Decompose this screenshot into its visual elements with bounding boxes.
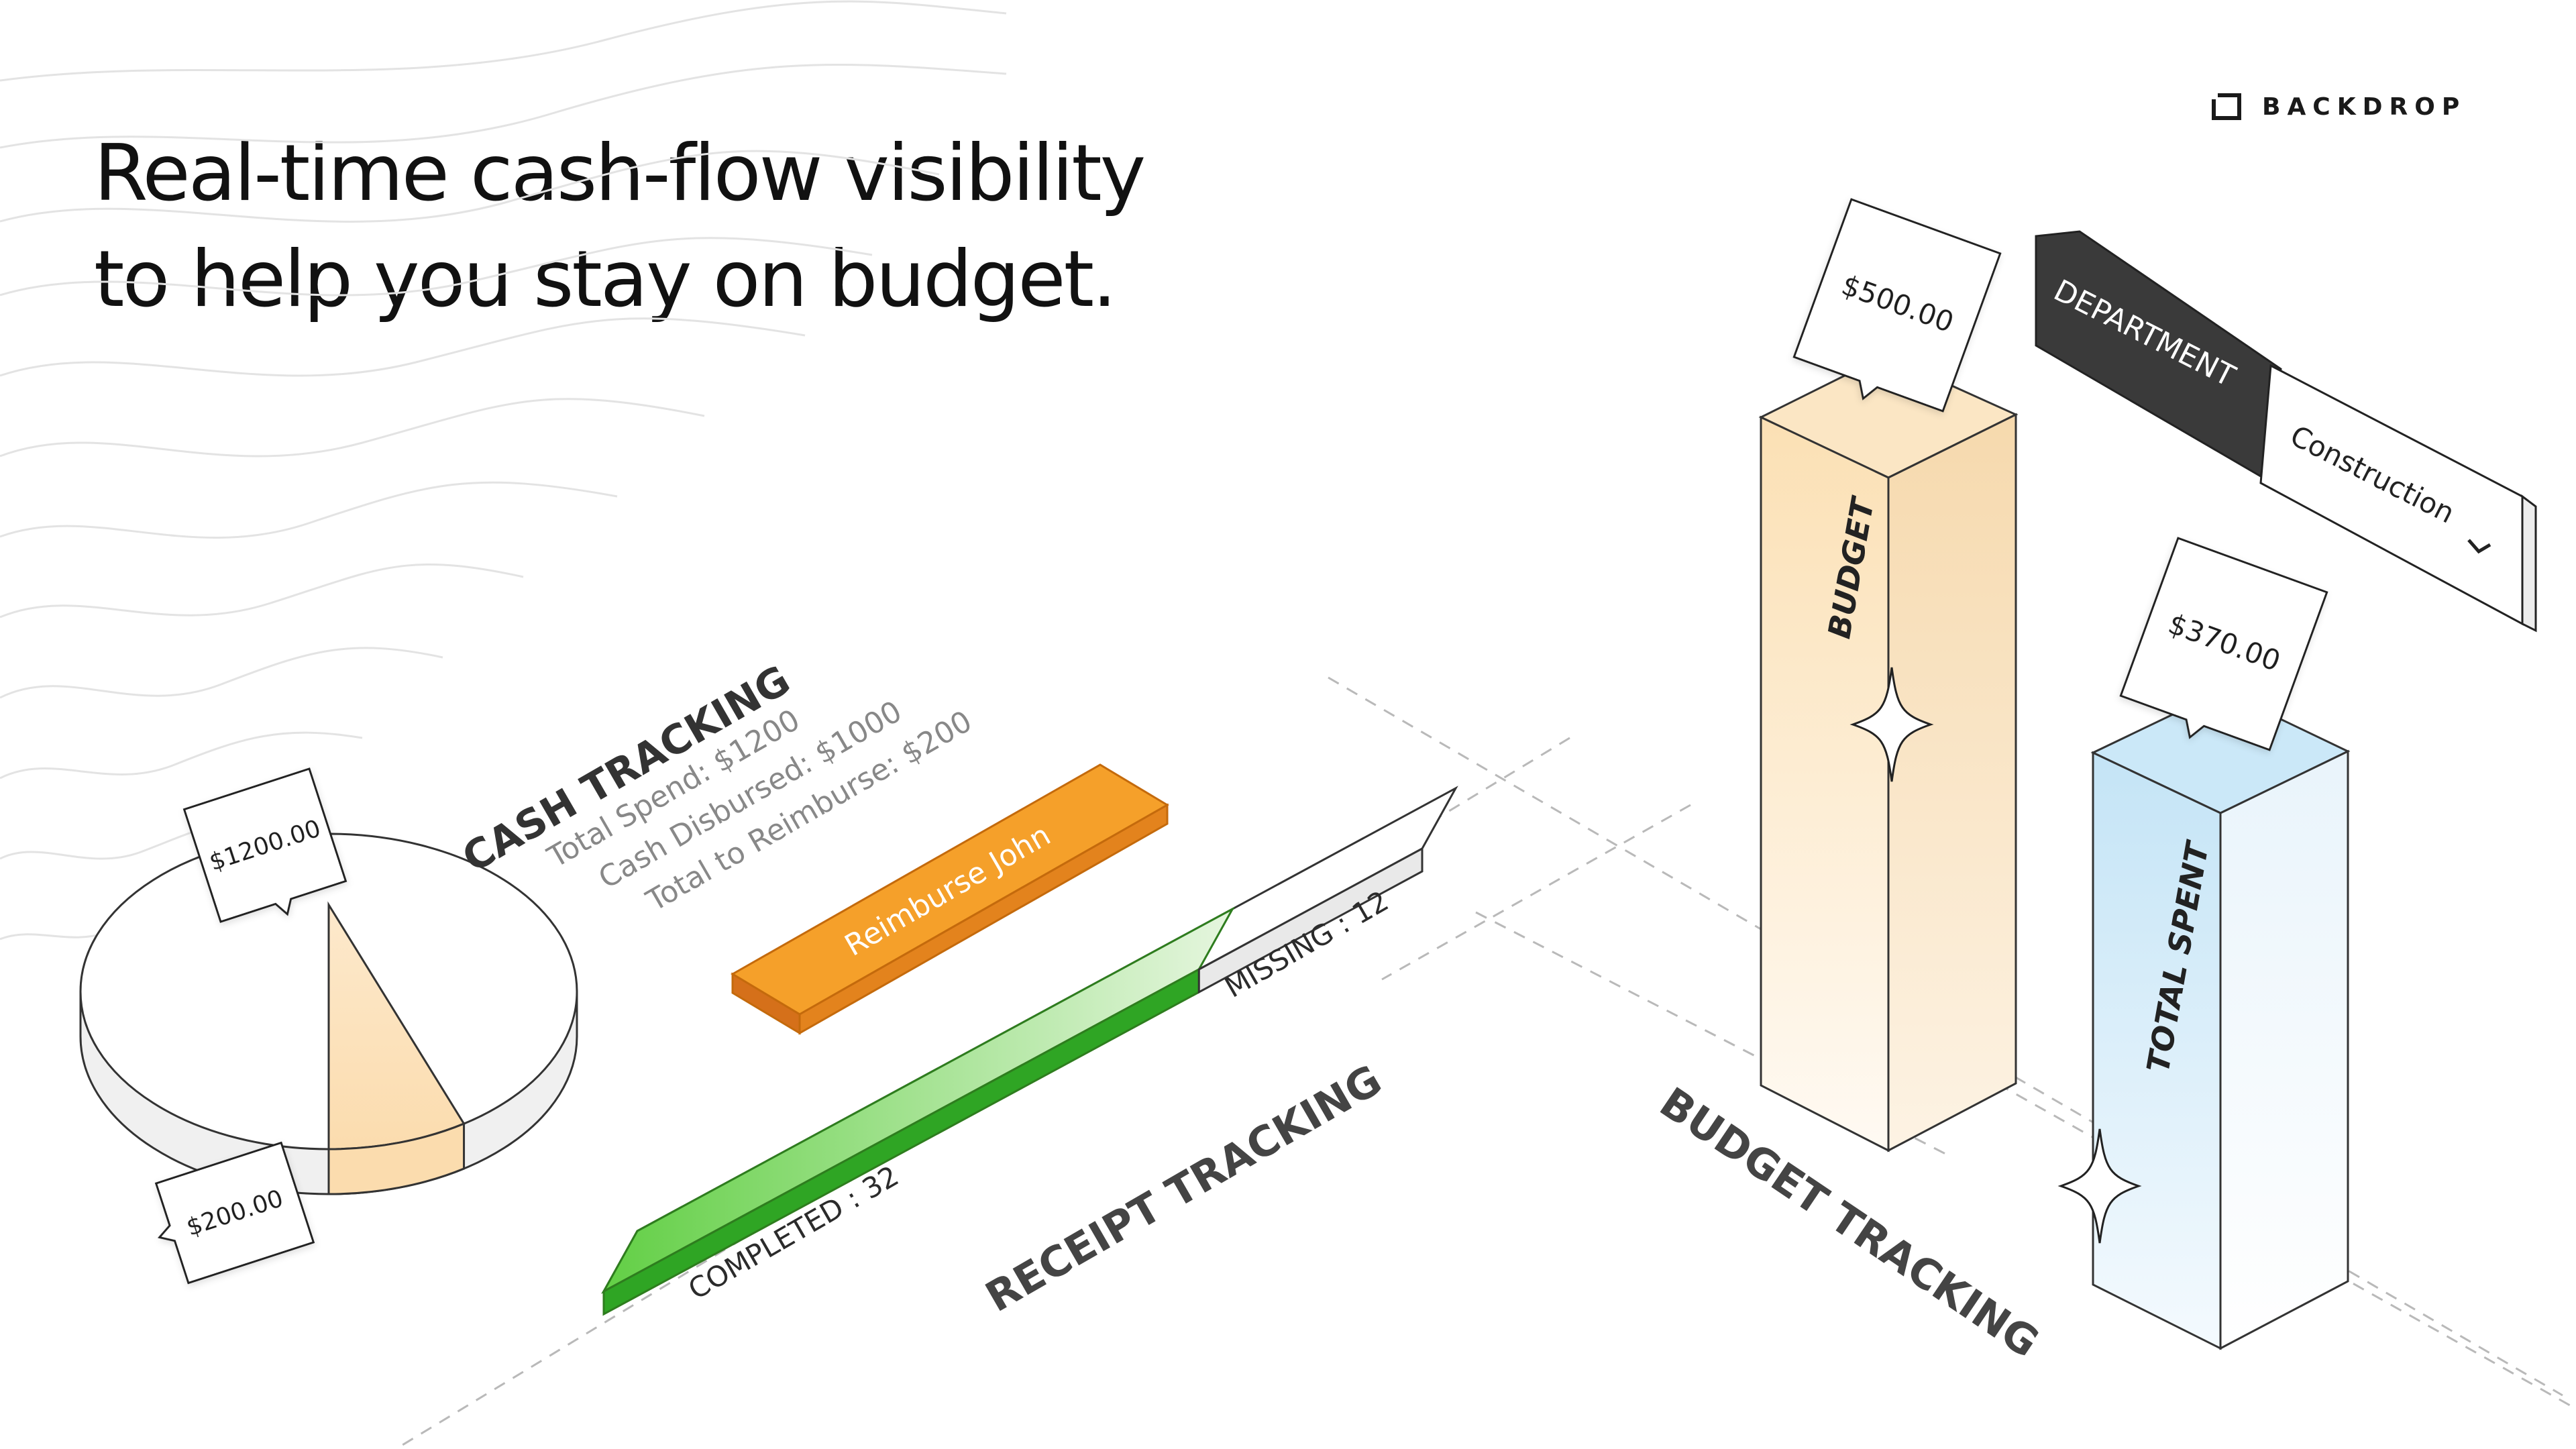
cash-pie-chart — [79, 833, 578, 1195]
tag-budget: $500.00 — [1792, 198, 2002, 413]
receipt-tracking-title: RECEIPT TRACKING — [977, 1055, 1390, 1322]
receipt-bar-completed-edge — [602, 967, 1200, 1316]
receipt-progress-bar: COMPLETED : 32 MISSING : 12 — [601, 786, 1458, 1316]
brand-name: BACKDROP — [2262, 93, 2467, 121]
pie-slice-side — [327, 1122, 466, 1195]
chevron-down-icon — [2467, 539, 2491, 554]
receipt-bar-missing-edge — [1197, 847, 1424, 994]
tag-pie-total: $1200.00 — [182, 767, 347, 923]
tag-pie-slice: $200.00 — [154, 1141, 315, 1285]
sparkle-icon — [2057, 1128, 2142, 1244]
backdrop-logo-icon — [2212, 93, 2241, 120]
sparkle-icon — [1849, 667, 1934, 782]
topographic-lines — [0, 0, 1007, 941]
department-selector[interactable]: DEPARTMENT Construction — [2035, 230, 2537, 633]
brand-logo[interactable]: BACKDROP — [2211, 93, 2466, 121]
tag-spent: $370.00 — [2119, 537, 2328, 751]
total-spent-column: TOTAL SPENT — [2090, 690, 2351, 1350]
headline-line-1: Real-time cash-flow visibility — [94, 128, 1146, 219]
